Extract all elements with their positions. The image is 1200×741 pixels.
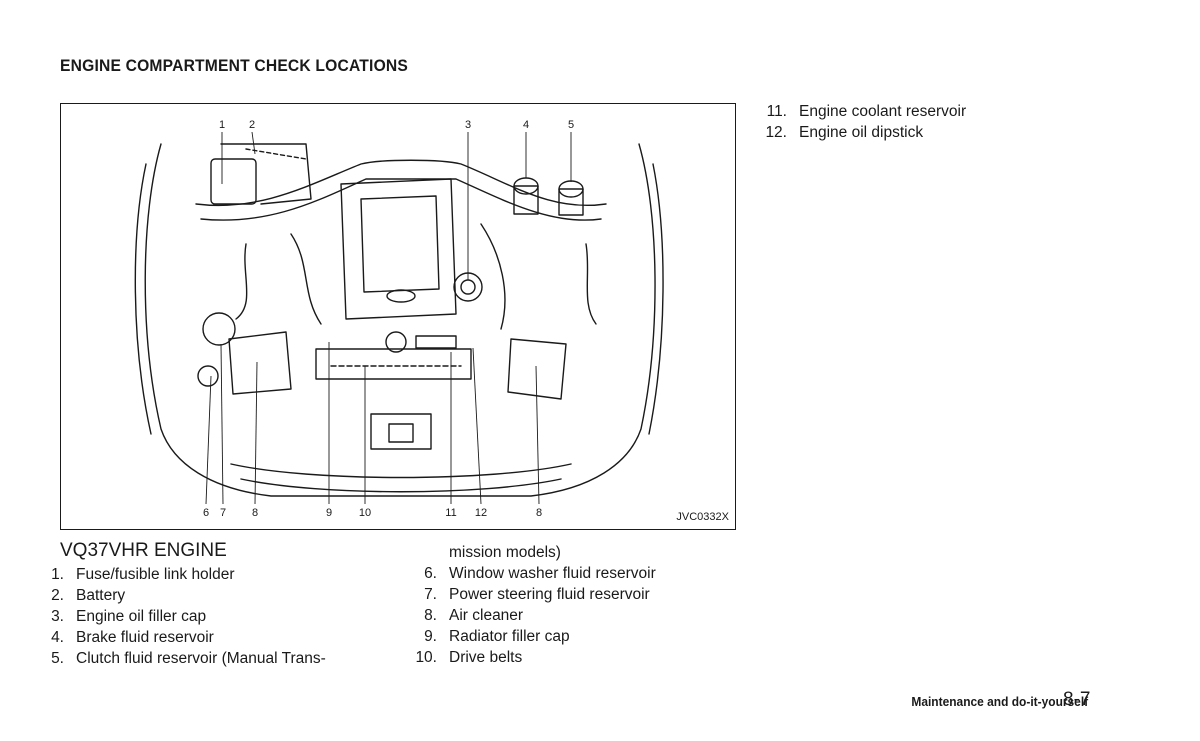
callout-11: 11 bbox=[445, 507, 456, 519]
callout-8-right: 8 bbox=[536, 507, 542, 519]
footer-section-title: Maintenance and do-it-yourself bbox=[911, 694, 1088, 709]
parts-list-right: 11.Engine coolant reservoir 12.Engine oi… bbox=[753, 101, 966, 143]
callout-7: 7 bbox=[220, 507, 226, 519]
list-item: 7.Power steering fluid reservoir bbox=[424, 586, 650, 603]
parts-list-middle: mission models) 6.Window washer fluid re… bbox=[403, 542, 656, 668]
page-number: 8-7 bbox=[1063, 689, 1091, 710]
list-item: 1.Fuse/fusible link holder bbox=[51, 566, 235, 583]
engine-compartment-figure: 1 2 3 4 5 6 7 8 9 10 11 12 8 JVC0332X bbox=[60, 103, 736, 530]
callout-5: 5 bbox=[568, 119, 574, 131]
engine-illustration: 1 2 3 4 5 6 7 8 9 10 11 12 8 bbox=[134, 119, 664, 519]
list-item: 2.Battery bbox=[51, 587, 126, 604]
callout-1: 1 bbox=[219, 119, 225, 131]
list-item: 11.Engine coolant reservoir bbox=[766, 103, 967, 120]
engine-title: VQ37VHR ENGINE bbox=[60, 540, 227, 561]
figure-code: JVC0332X bbox=[676, 511, 729, 523]
list-item: 8.Air cleaner bbox=[424, 607, 524, 624]
list-item: 4.Brake fluid reservoir bbox=[51, 629, 214, 646]
callout-8-left: 8 bbox=[252, 507, 258, 519]
page-heading: ENGINE COMPARTMENT CHECK LOCATIONS bbox=[60, 56, 409, 75]
list-item: 9.Radiator filler cap bbox=[424, 628, 570, 645]
list-item: 3.Engine oil filler cap bbox=[51, 608, 207, 625]
callout-2: 2 bbox=[249, 119, 255, 131]
list-item: 6.Window washer fluid reservoir bbox=[424, 565, 656, 582]
callout-10: 10 bbox=[359, 507, 371, 519]
callout-3: 3 bbox=[465, 119, 471, 131]
callout-12: 12 bbox=[475, 507, 487, 519]
list-item: 12.Engine oil dipstick bbox=[765, 124, 924, 141]
parts-list-left: 1.Fuse/fusible link holder 2.Battery 3.E… bbox=[30, 564, 326, 669]
list-item-continuation: mission models) bbox=[449, 544, 561, 561]
callout-4: 4 bbox=[523, 119, 529, 131]
list-item: 10.Drive belts bbox=[415, 649, 523, 666]
list-item: 5.Clutch fluid reservoir (Manual Trans- bbox=[51, 650, 326, 667]
callout-9: 9 bbox=[326, 507, 332, 519]
callout-6: 6 bbox=[203, 507, 209, 519]
